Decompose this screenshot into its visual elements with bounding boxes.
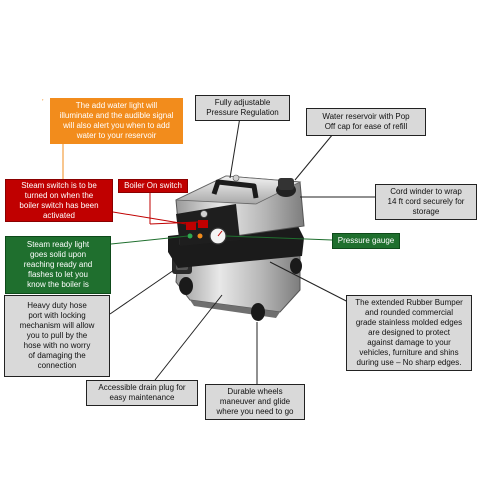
- callout-water-light: The add water light will illuminate and …: [50, 98, 183, 144]
- callout-wheels: Durable wheels maneuver and glide where …: [205, 384, 305, 420]
- boiler-switch: [186, 222, 196, 230]
- callout-water-reservoir: Water reservoir with Pop Off cap for eas…: [306, 108, 426, 136]
- callout-pressure-gauge: Pressure gauge: [332, 233, 400, 249]
- handle: [211, 179, 259, 199]
- leader-lines: [62, 116, 375, 384]
- ready-light: [187, 233, 193, 239]
- pressure-knob: [200, 210, 208, 218]
- water-light: [197, 233, 203, 239]
- callout-steam-switch: Steam switch is to be turned on when the…: [5, 179, 113, 222]
- callout-steam-ready: Steam ready light goes solid upon reachi…: [5, 236, 111, 294]
- callout-cord-winder: Cord winder to wrap 14 ft cord securely …: [375, 184, 477, 220]
- wheels: [179, 258, 302, 321]
- control-panel: [176, 204, 240, 246]
- callout-hose-port: Heavy duty hose port with locking mechan…: [4, 295, 110, 377]
- callout-rubber-bumper: The extended Rubber Bumper and rounded c…: [346, 295, 472, 371]
- callout-pressure-regulation: Fully adjustable Pressure Regulation: [195, 95, 290, 121]
- reservoir-cap: [232, 174, 296, 197]
- callout-boiler-on: Boiler On switch: [118, 179, 188, 193]
- bullet-marker: ’: [42, 99, 44, 106]
- callout-drain-plug: Accessible drain plug for easy maintenan…: [86, 380, 198, 406]
- steam-switch: [198, 220, 208, 228]
